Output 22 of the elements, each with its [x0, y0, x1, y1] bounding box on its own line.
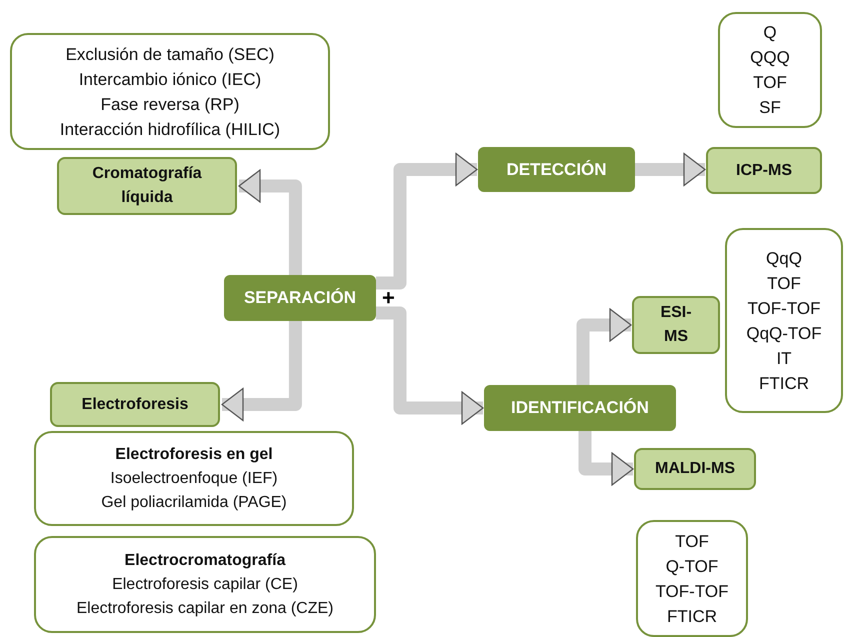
analyzer-list-box: TOF Q-TOF TOF-TOF FTICR: [636, 520, 748, 637]
analyzer-list-box: Q QQQ TOF SF: [718, 12, 822, 128]
block-arrow: [578, 431, 634, 486]
block-arrow: [376, 306, 484, 425]
technique-box: ICP-MS: [706, 147, 822, 194]
analyzer-list-box: QqQ TOF TOF-TOF QqQ-TOF IT FTICR: [725, 228, 843, 413]
stage-box: DETECCIÓN: [478, 147, 635, 192]
block-arrow: [238, 169, 302, 275]
block-arrow: [576, 308, 632, 385]
technique-box: Electroforesis: [50, 382, 220, 427]
stage-box: IDENTIFICACIÓN: [484, 385, 676, 431]
technique-box: Cromatografía líquida: [57, 157, 237, 215]
block-arrow: [376, 152, 478, 290]
method-list-box: Electrocromatografía Electroforesis capilar (CE) Electroforesis capilar en zona (CZE): [34, 536, 376, 633]
block-arrow: [635, 152, 706, 186]
method-list-box: Exclusión de tamaño (SEC) Intercambio iónico (IEC) Fase reversa (RP) Interacción hidrofílica (HILIC): [10, 33, 330, 150]
technique-box: ESI-MS: [632, 296, 720, 354]
technique-box: MALDI-MS: [634, 448, 756, 490]
block-arrow: [221, 321, 302, 422]
method-list-box: Electroforesis en gel Isoelectroenfoque (IEF) Gel poliacrilamida (PAGE): [34, 431, 354, 526]
stage-box: SEPARACIÓN: [224, 275, 376, 321]
plus-sign: +: [382, 286, 395, 310]
